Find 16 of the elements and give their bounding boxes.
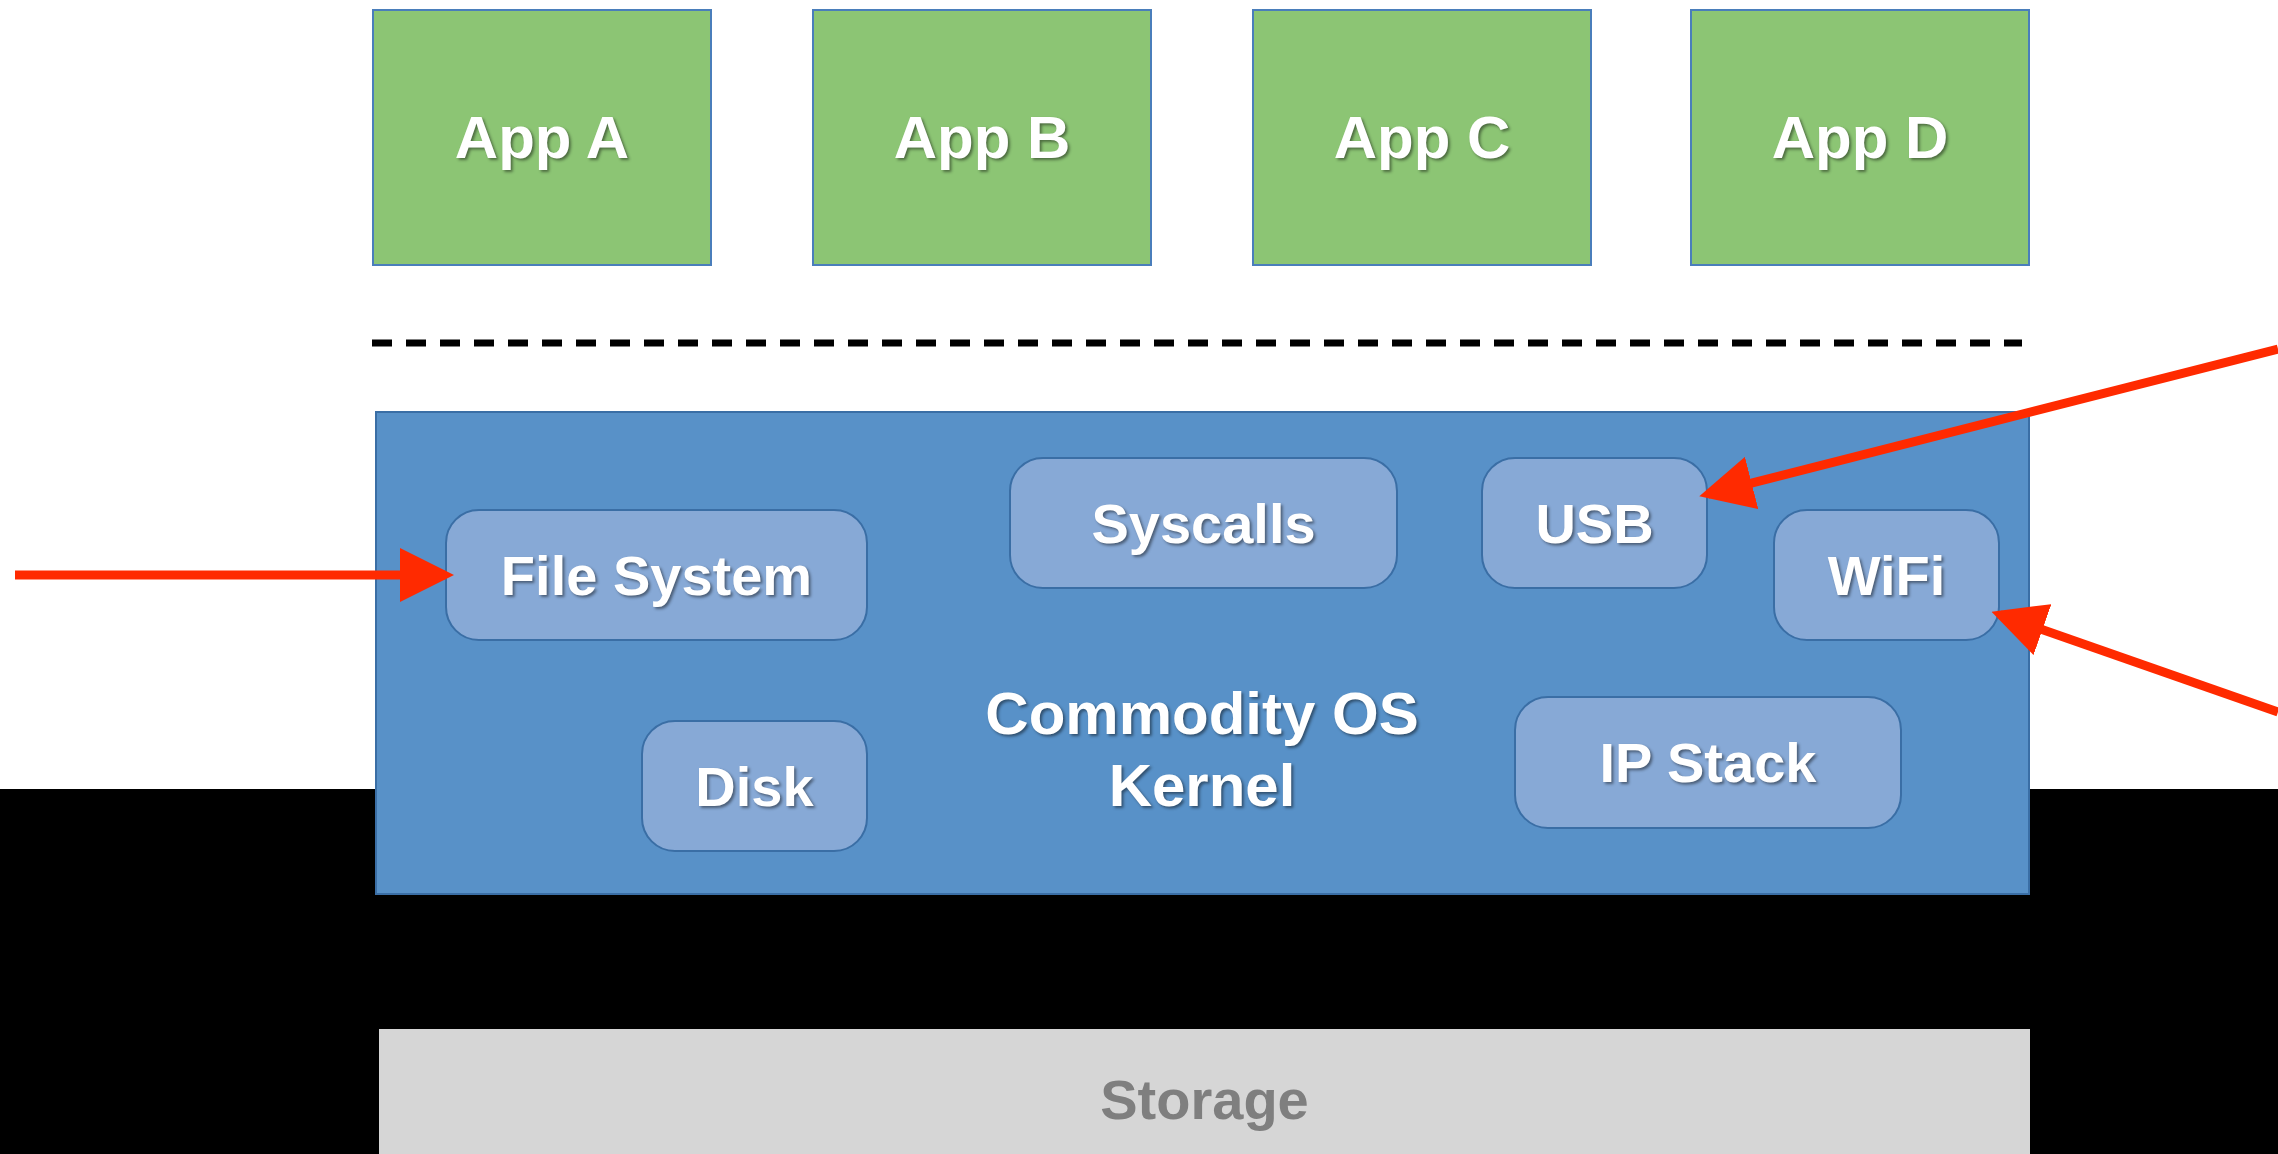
app-box: App C [1252,9,1592,266]
module-box: USB [1481,457,1708,589]
kernel-panel [375,411,2030,895]
storage-bar: Storage [379,1029,2030,1154]
module-box: WiFi [1773,509,2000,641]
app-box: App B [812,9,1152,266]
arrow [15,548,454,602]
module-box: Disk [641,720,868,852]
kernel-label: Commodity OS Kernel [984,679,1420,821]
arrow [1699,344,2278,510]
app-box: App D [1690,9,2030,266]
module-box: Syscalls [1009,457,1398,589]
app-box: App A [372,9,712,266]
arrow [1991,604,2278,717]
module-box: IP Stack [1514,696,1902,829]
module-box: File System [445,509,868,641]
